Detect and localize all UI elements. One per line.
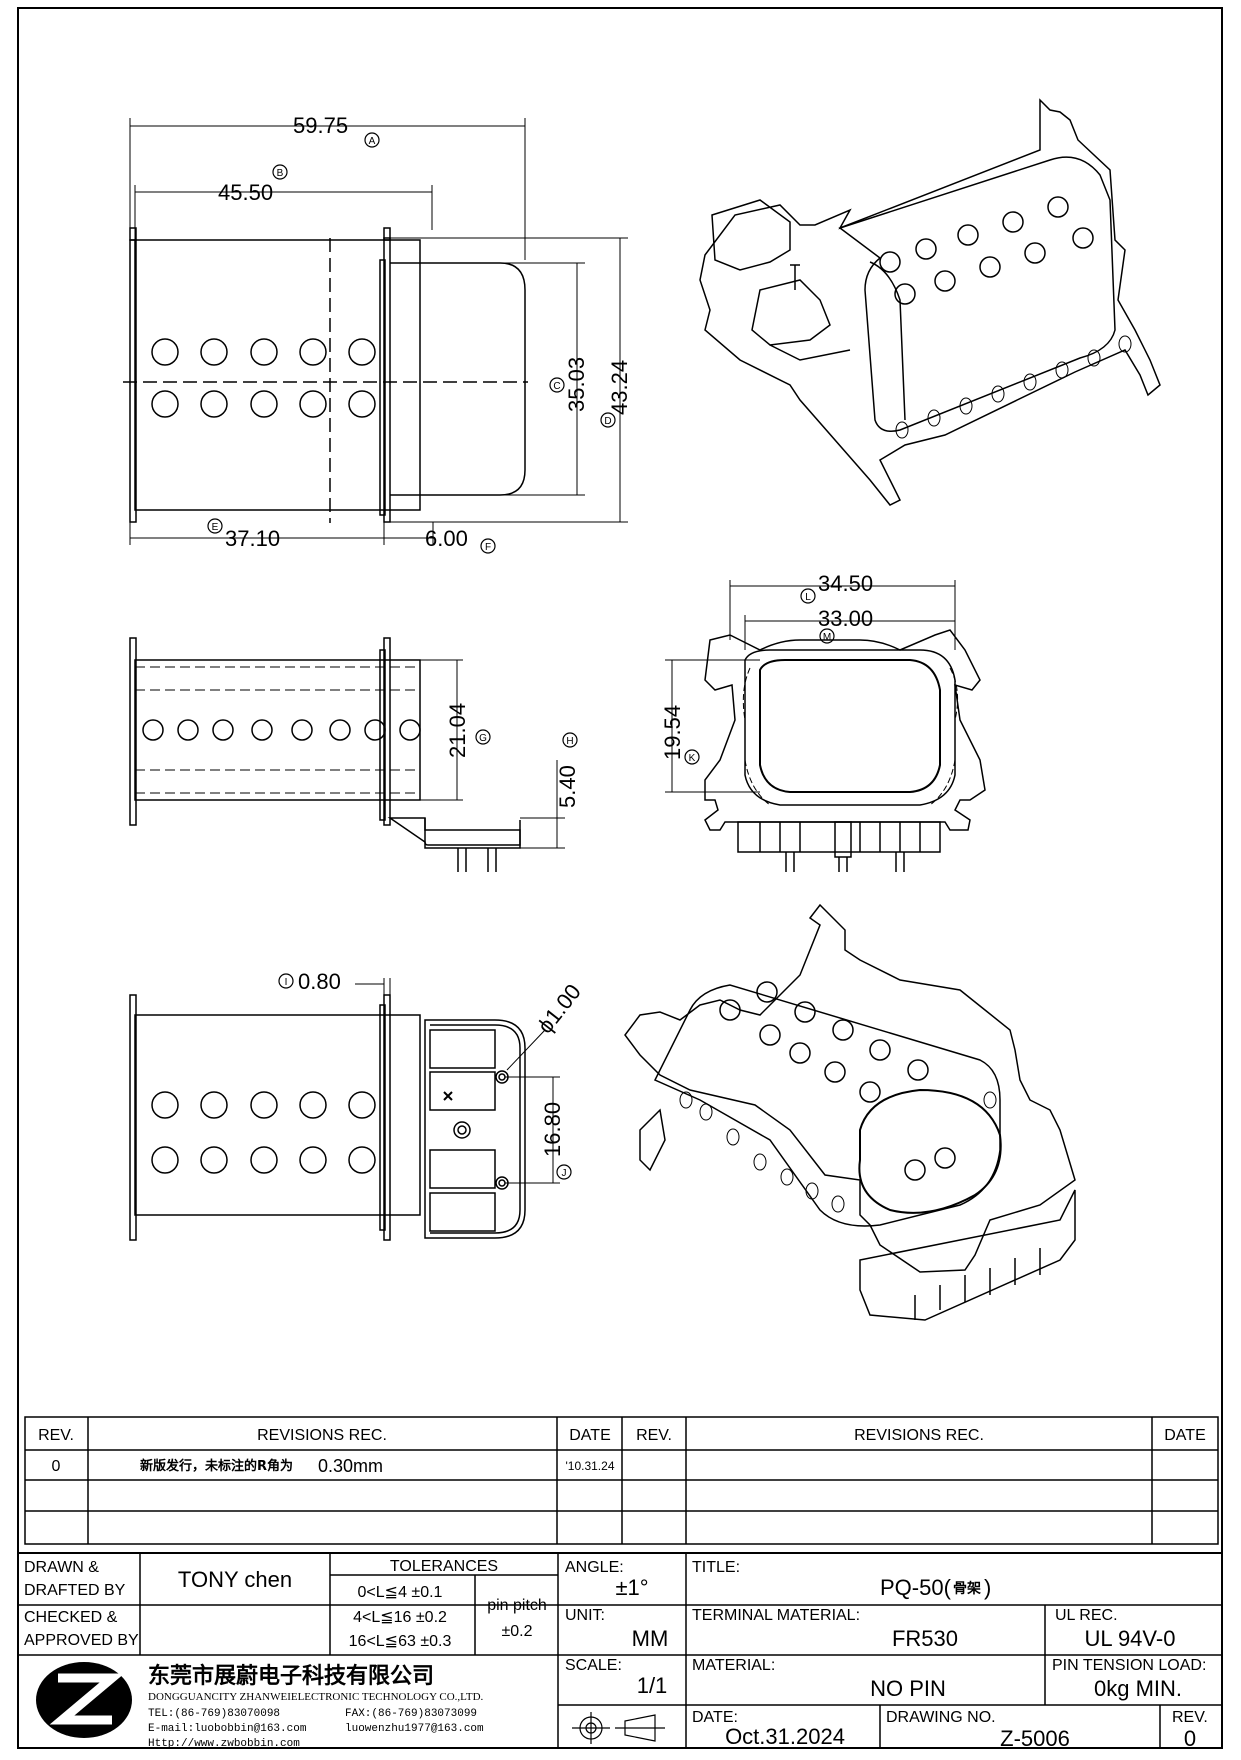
company-tel: TEL:(86-769)83070098	[148, 1708, 280, 1720]
rev-col-header-right: REV.	[636, 1427, 672, 1444]
rev-col-header-left: REV.	[38, 1427, 74, 1444]
drawn-value: TONY chen	[178, 1567, 292, 1592]
rev-value: 0	[1184, 1726, 1196, 1751]
company-email-2: luowenzhu1977@163.com	[345, 1723, 484, 1735]
angle-label: ANGLE:	[565, 1559, 624, 1576]
rev-label: REV.	[1172, 1709, 1208, 1726]
callout-k: K	[689, 753, 696, 764]
iso-view-bottom-right	[624, 903, 1076, 1321]
callout-f: F	[485, 542, 491, 553]
ul-rec-label: UL REC.	[1055, 1607, 1118, 1624]
callout-l: L	[805, 592, 811, 603]
checked-label-2: APPROVED BY	[24, 1632, 139, 1649]
company-email-1: E-mail:luobobbin@163.com	[148, 1723, 307, 1735]
revision-row-note-value: 0.30mm	[318, 1456, 383, 1476]
dim-g: 21.04	[445, 703, 470, 758]
unit-label: UNIT:	[565, 1607, 605, 1624]
dim-pin-diameter: ϕ1.00	[532, 979, 586, 1038]
callout-m: M	[823, 632, 831, 643]
company-name-en: DONGGUANCITY ZHANWEIELECTRONIC TECHNOLOG…	[148, 1691, 484, 1703]
dim-f: 6.00	[425, 526, 468, 551]
ul-rec-value: UL 94V-0	[1085, 1626, 1176, 1651]
date-value: Oct.31.2024	[725, 1724, 845, 1749]
revisions-col-header-left: REVISIONS REC.	[257, 1427, 387, 1444]
dim-j: 16.80	[540, 1102, 565, 1157]
title-value-cn: 骨架	[953, 1580, 981, 1597]
pin-tension-value: 0kg MIN.	[1094, 1676, 1182, 1701]
terminal-material-label: TERMINAL MATERIAL:	[692, 1607, 860, 1624]
dim-a: 59.75	[293, 113, 348, 138]
drawing-no-label: DRAWING NO.	[886, 1709, 996, 1726]
top-view	[123, 118, 628, 545]
title-value-close: )	[984, 1575, 991, 1600]
drawn-label-2: DRAFTED BY	[24, 1582, 126, 1599]
callout-j: J	[562, 1168, 567, 1179]
company-logo	[36, 1662, 132, 1738]
title-label: TITLE:	[692, 1559, 740, 1576]
date-col-header-right: DATE	[1164, 1427, 1205, 1444]
checked-label-1: CHECKED &	[24, 1609, 118, 1626]
dim-h: 5.40	[555, 765, 580, 808]
dim-e: 37.10	[225, 526, 280, 551]
revisions-col-header-right: REVISIONS REC.	[854, 1427, 984, 1444]
iso-view-top-right	[699, 98, 1161, 506]
scale-label: SCALE:	[565, 1657, 622, 1674]
bottom-view	[129, 978, 560, 1241]
dim-k: 19.54	[660, 705, 685, 760]
end-view	[665, 580, 986, 872]
title-block-grid	[17, 1552, 1223, 1749]
pin-tension-label: PIN TENSION LOAD:	[1052, 1657, 1206, 1674]
callout-e: E	[212, 522, 219, 533]
callout-g: G	[479, 733, 487, 744]
company-website: Http://www.zwbobbin.com	[148, 1738, 300, 1750]
dim-c: 35.03	[564, 357, 589, 412]
unit-value: MM	[632, 1626, 669, 1651]
pin-pitch-value: ±0.2	[501, 1623, 532, 1640]
tolerances-label: TOLERANCES	[390, 1558, 498, 1575]
revisions-grid	[24, 1416, 1219, 1545]
dim-l: 34.50	[818, 571, 873, 596]
callout-c: C	[553, 381, 560, 392]
pin-pitch-label: pin pitch	[487, 1597, 547, 1614]
revision-row-rev: 0	[52, 1458, 61, 1475]
callout-i: I	[285, 977, 288, 988]
callout-b: B	[277, 168, 284, 179]
dim-i: 0.80	[298, 969, 341, 994]
terminal-material-value: FR530	[892, 1626, 958, 1651]
scale-value: 1/1	[637, 1673, 668, 1698]
material-value: NO PIN	[870, 1676, 946, 1701]
callout-a: A	[369, 136, 376, 147]
title-value: PQ-50(	[880, 1575, 952, 1600]
callout-h: H	[566, 736, 573, 747]
front-view	[129, 637, 565, 872]
date-col-header-left: DATE	[569, 1427, 610, 1444]
dim-m: 33.00	[818, 606, 873, 631]
dim-d: 43.24	[607, 360, 632, 415]
revision-row-note-cn: 新版发行，未标注的R角为	[140, 1458, 293, 1474]
drawing-no-value: Z-5006	[1000, 1726, 1070, 1751]
company-name-cn: 东莞市展蔚电子科技有限公司	[148, 1663, 434, 1689]
tolerance-row-1: 0<L≦4 ±0.1	[358, 1584, 443, 1601]
date-label: DATE:	[692, 1709, 738, 1726]
callout-d: D	[604, 416, 611, 427]
material-label: MATERIAL:	[692, 1657, 775, 1674]
tolerance-row-2: 4<L≦16 ±0.2	[353, 1609, 447, 1626]
tolerance-row-3: 16<L≦63 ±0.3	[349, 1633, 452, 1650]
drawn-label-1: DRAWN &	[24, 1559, 99, 1576]
dim-b: 45.50	[218, 180, 273, 205]
company-fax: FAX:(86-769)83073099	[345, 1708, 477, 1720]
revision-row-date: '10.31.24	[565, 1459, 614, 1473]
projection-symbol	[572, 1712, 665, 1744]
angle-value: ±1°	[615, 1575, 648, 1600]
